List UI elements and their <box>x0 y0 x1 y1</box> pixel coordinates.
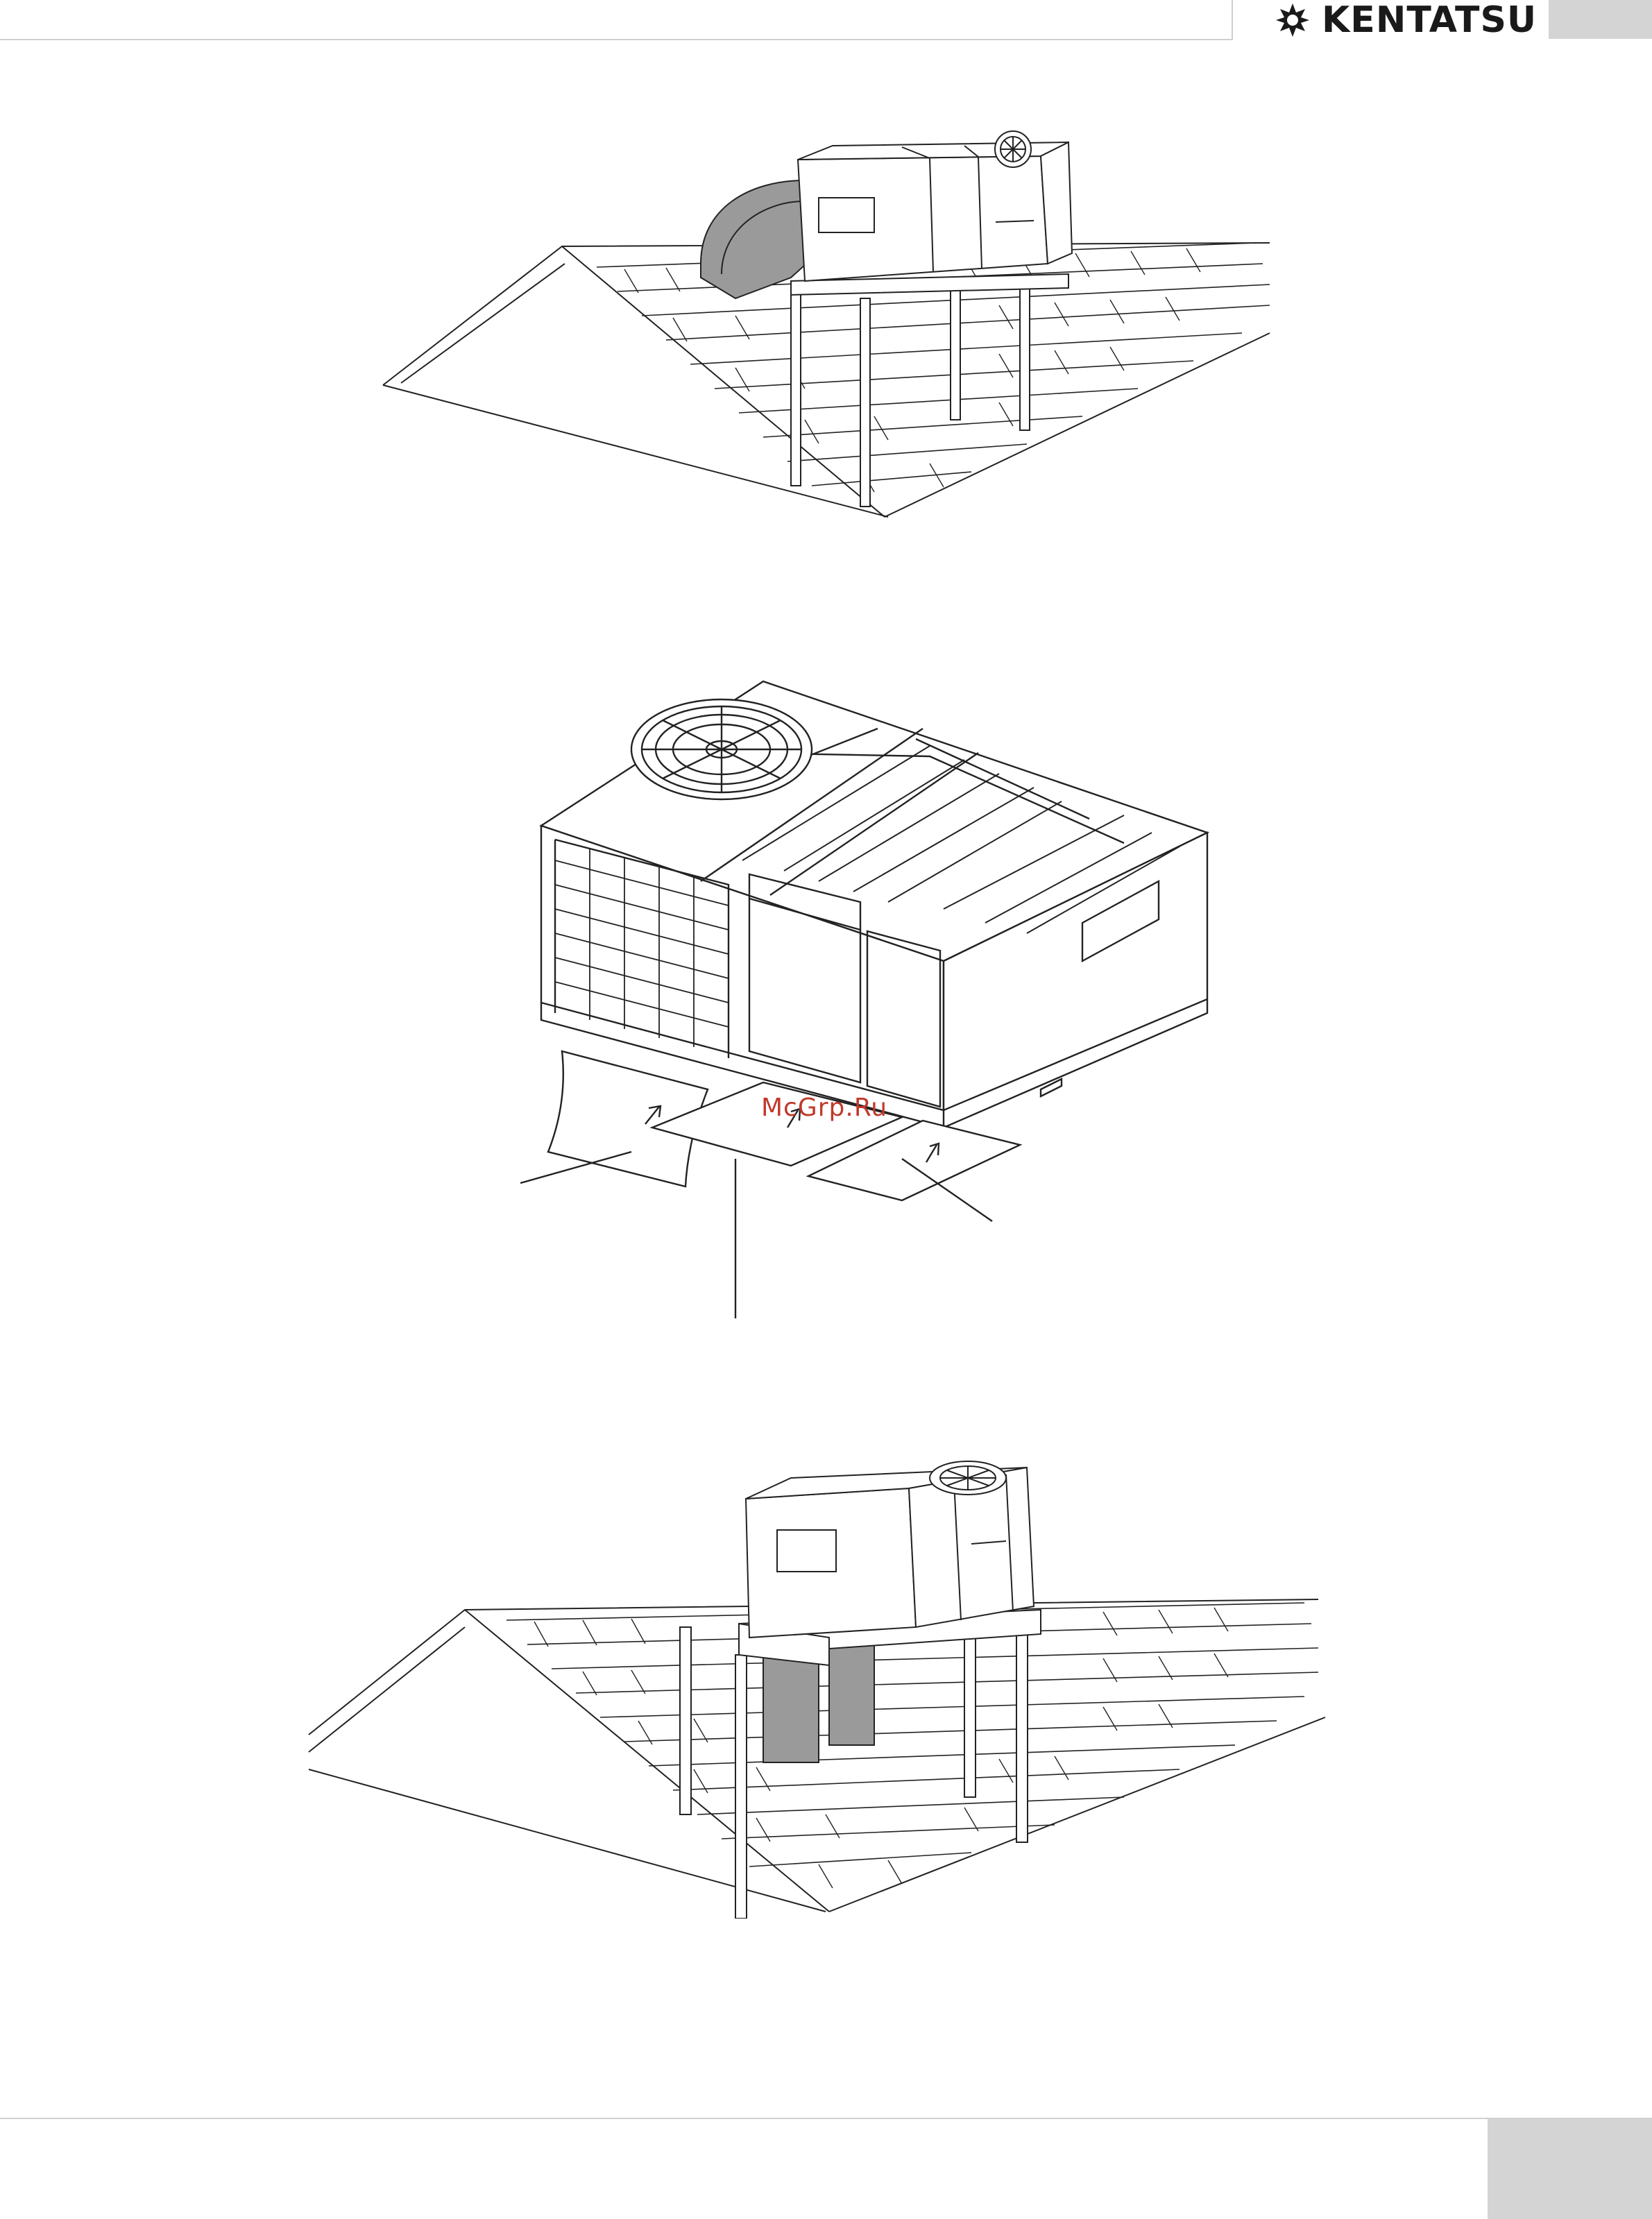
rooftop-unit-on-stand-illustration <box>305 1454 1332 1919</box>
rooftop-unit-with-duct-illustration <box>375 125 1277 527</box>
packaged-unit-with-panels-illustration <box>513 673 1221 1325</box>
gear-star-icon <box>1273 1 1312 40</box>
brand-name: KENTATSU <box>1322 0 1537 41</box>
header-rule <box>0 39 1232 40</box>
watermark-text: McGrp.Ru <box>761 1094 887 1122</box>
header-block <box>1549 0 1652 39</box>
header-separator <box>1232 0 1233 40</box>
brand-logo: KENTATSU <box>1273 1 1537 39</box>
footer-rule <box>0 2118 1652 2119</box>
footer-page-block <box>1488 2119 1652 2219</box>
